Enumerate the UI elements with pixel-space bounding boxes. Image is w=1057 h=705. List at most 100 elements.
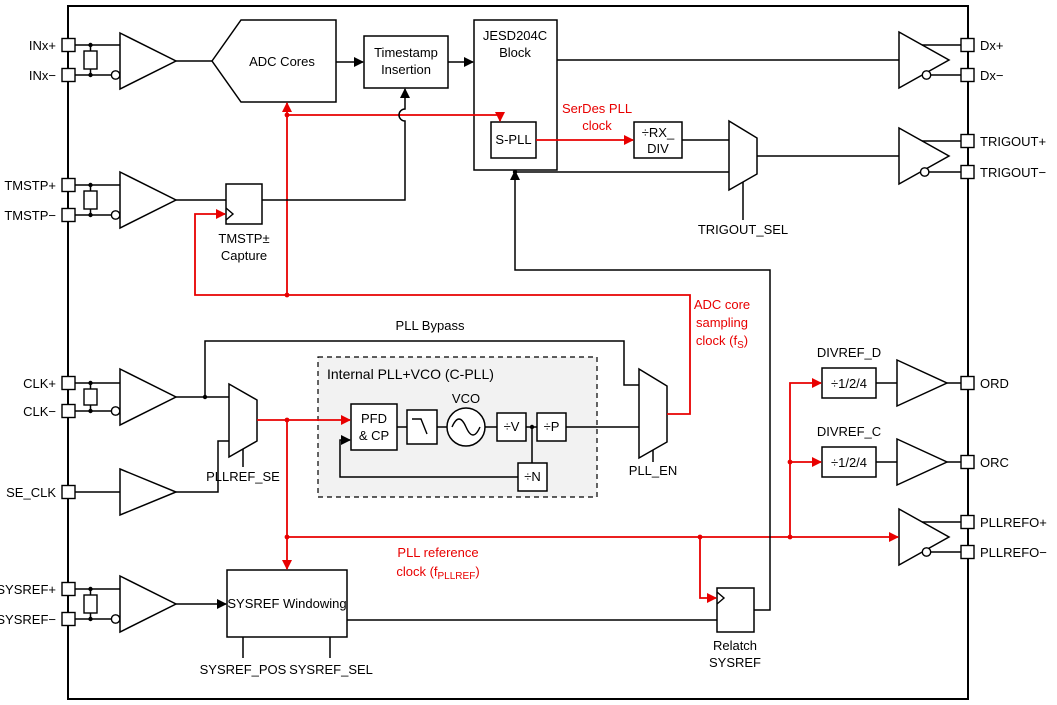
pin-label: INx+ bbox=[29, 38, 56, 53]
junction-dot bbox=[88, 72, 93, 78]
loop-filter-block bbox=[406, 409, 438, 445]
blocks bbox=[83, 19, 951, 638]
divref-d-label: DIVREF_D bbox=[817, 345, 881, 360]
signal-labels: PLL Bypass TRIGOUT_SEL PLLREF_SE PLL_EN … bbox=[200, 222, 882, 677]
junction-dot bbox=[88, 616, 93, 622]
pin-label: TRIGOUT− bbox=[980, 165, 1046, 180]
pin-pllrefo-minus bbox=[960, 544, 975, 560]
junction-dot bbox=[787, 534, 793, 540]
junction-dot bbox=[284, 534, 290, 540]
pin-label: ORD bbox=[980, 376, 1009, 391]
net-pll-reference-to-divref-d bbox=[789, 378, 822, 537]
tmstp-termination-resistor bbox=[83, 190, 98, 210]
pin-trigout-plus bbox=[960, 133, 975, 149]
inverting-bubble bbox=[921, 70, 932, 80]
inverting-bubble bbox=[110, 406, 121, 416]
junction-dot bbox=[88, 408, 93, 414]
divref-c-divider-block bbox=[821, 446, 877, 478]
clock-input-glyph bbox=[225, 207, 235, 221]
div-p-block bbox=[536, 412, 567, 442]
tmstp-capture-label-2: Capture bbox=[221, 248, 267, 263]
pll-reference-clock-label-2: clock (fPLLREF) bbox=[396, 564, 479, 582]
pin-pllrefo-plus bbox=[960, 514, 975, 530]
sysref-input-buffer bbox=[119, 574, 178, 634]
tmstp-capture-block bbox=[225, 183, 263, 225]
junction-dot bbox=[88, 586, 93, 592]
net-sampling-clock bbox=[194, 209, 691, 415]
lowpass-filter-glyph bbox=[412, 418, 428, 435]
divref-c-label: DIVREF_C bbox=[817, 424, 881, 439]
rxdiv-label-1: ÷RX_ bbox=[642, 125, 675, 140]
junction-dot bbox=[787, 459, 793, 465]
relatch-label-1: Relatch bbox=[713, 638, 757, 653]
timestamp-label-2: Insertion bbox=[381, 62, 431, 77]
sysref-windowing-label: SYSREF Windowing bbox=[227, 596, 346, 611]
pin-inx-plus bbox=[61, 37, 76, 53]
inverting-bubble bbox=[110, 614, 121, 624]
pins-right: Dx+ Dx− TRIGOUT+ TRIGOUT− ORD ORC PLLREF… bbox=[960, 37, 1047, 560]
sysref-termination-resistor bbox=[83, 594, 98, 614]
net-capture-to-timestamp bbox=[262, 88, 410, 201]
divref-d-box-label: ÷1/2/4 bbox=[831, 376, 867, 391]
pfd-label-2: & CP bbox=[359, 428, 389, 443]
jesd-label-2: Block bbox=[499, 45, 531, 60]
junction-dot bbox=[88, 42, 93, 48]
adc-cores-block bbox=[211, 19, 337, 103]
clock-input-glyph bbox=[716, 591, 726, 605]
junction-dot bbox=[202, 394, 208, 400]
divref-d-divider-block bbox=[821, 367, 877, 399]
pin-dx-plus bbox=[960, 37, 975, 53]
pin-label: PLLREFO+ bbox=[980, 515, 1047, 530]
trigout-sel-label: TRIGOUT_SEL bbox=[698, 222, 788, 237]
jesd-label-1: JESD204C bbox=[483, 28, 547, 43]
junction-dot bbox=[512, 169, 518, 175]
tmstp-capture-label-1: TMSTP± bbox=[218, 231, 269, 246]
divref-c-box-label: ÷1/2/4 bbox=[831, 455, 867, 470]
cpll-title: Internal PLL+VCO (C-PLL) bbox=[327, 366, 494, 382]
junction-dots bbox=[88, 42, 793, 622]
pllref-se-mux bbox=[228, 382, 258, 459]
red-clock-nets bbox=[194, 102, 899, 603]
clock-annotations: SerDes PLL clock ADC core sampling clock… bbox=[396, 101, 750, 582]
junction-dot bbox=[284, 417, 290, 423]
inverting-bubble bbox=[919, 167, 930, 177]
pin-inx-minus bbox=[61, 67, 76, 83]
serdes-pll-block bbox=[490, 121, 537, 159]
pin-ord bbox=[960, 375, 975, 391]
pins-left: INx+ INx− TMSTP+ TMSTP− CLK+ CLK− SE_CLK… bbox=[0, 37, 76, 627]
pllref-se-label: PLLREF_SE bbox=[206, 469, 280, 484]
sampling-clock-label-3: clock (fS) bbox=[696, 333, 748, 351]
sampling-clock-label-1: ADC core bbox=[694, 297, 750, 312]
pin-se-clk bbox=[61, 484, 76, 500]
pin-clk-minus bbox=[61, 403, 76, 419]
net-pll-feedback bbox=[339, 435, 518, 478]
pin-tmstp-plus bbox=[61, 177, 76, 193]
pin-label: SYSREF+ bbox=[0, 582, 56, 597]
pin-label: INx− bbox=[29, 68, 56, 83]
clk-input-buffer bbox=[119, 367, 178, 427]
sysref-windowing-block bbox=[226, 569, 348, 638]
timestamp-label-1: Timestamp bbox=[374, 45, 438, 60]
pin-label: ORC bbox=[980, 455, 1009, 470]
pin-label: Dx+ bbox=[980, 38, 1003, 53]
sysref-pos-label: SYSREF_POS bbox=[200, 662, 287, 677]
black-arrow-nets bbox=[176, 57, 771, 611]
junction-dot bbox=[88, 212, 93, 218]
block-labels: ADC Cores Timestamp Insertion JESD204C B… bbox=[218, 28, 867, 670]
pin-dx-minus bbox=[960, 67, 975, 83]
buffer-bubbles bbox=[110, 70, 932, 624]
pll-en-mux bbox=[638, 367, 668, 460]
pin-label: SYSREF− bbox=[0, 612, 56, 627]
pin-sysref-plus bbox=[61, 581, 76, 597]
net-pll-reference-to-relatch bbox=[699, 537, 717, 603]
pll-reference-clock-label-1: PLL reference bbox=[397, 545, 478, 560]
inverting-bubble bbox=[921, 547, 932, 557]
net-spll-reference bbox=[287, 112, 505, 122]
pfd-cp-block bbox=[350, 403, 398, 451]
pin-trigout-minus bbox=[960, 164, 975, 180]
rxdiv-label-2: DIV bbox=[647, 141, 669, 156]
inverting-bubble bbox=[110, 70, 121, 80]
relatch-label-2: SYSREF bbox=[709, 655, 761, 670]
